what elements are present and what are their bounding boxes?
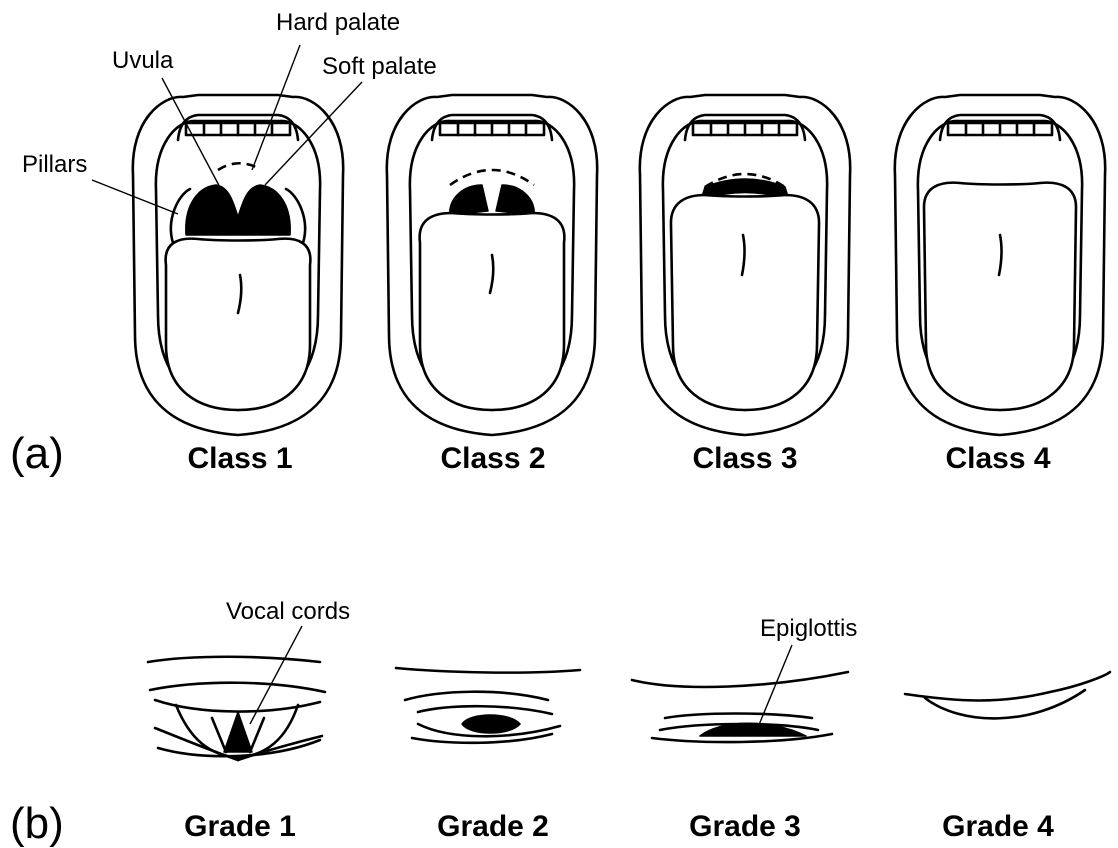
cormack-lehane-grade-3-illustration [632, 672, 848, 742]
class-4-caption: Class 4 [945, 442, 1050, 475]
cormack-lehane-grade-1-illustration [148, 657, 325, 760]
hard-palate-label: Hard palate [276, 9, 400, 36]
grade-2-caption: Grade 2 [437, 810, 549, 843]
cormack-lehane-grade-2-illustration [396, 668, 580, 743]
class-2-caption: Class 2 [440, 442, 545, 475]
class-3-caption: Class 3 [692, 442, 797, 475]
panel-b-label: (b) [10, 799, 64, 848]
cormack-lehane-grade-4-illustration [905, 672, 1110, 718]
grade-1-caption: Grade 1 [184, 810, 296, 843]
grade-4-caption: Grade 4 [942, 810, 1054, 843]
uvula-label: Uvula [112, 47, 174, 74]
grade-3-caption: Grade 3 [689, 810, 801, 843]
class-1-caption: Class 1 [187, 442, 292, 475]
pillars-label: Pillars [22, 151, 87, 178]
epiglottis-leader-line [756, 645, 792, 732]
soft-palate-label: Soft palate [322, 53, 437, 80]
vocal-cords-label: Vocal cords [226, 598, 350, 625]
mallampati-class-4-illustration [895, 95, 1105, 435]
mallampati-class-2-illustration [387, 95, 597, 435]
panel-a-label: (a) [10, 429, 64, 478]
epiglottis-label: Epiglottis [760, 615, 857, 642]
mallampati-class-1-illustration [133, 95, 343, 435]
mallampati-class-3-illustration [640, 95, 850, 435]
